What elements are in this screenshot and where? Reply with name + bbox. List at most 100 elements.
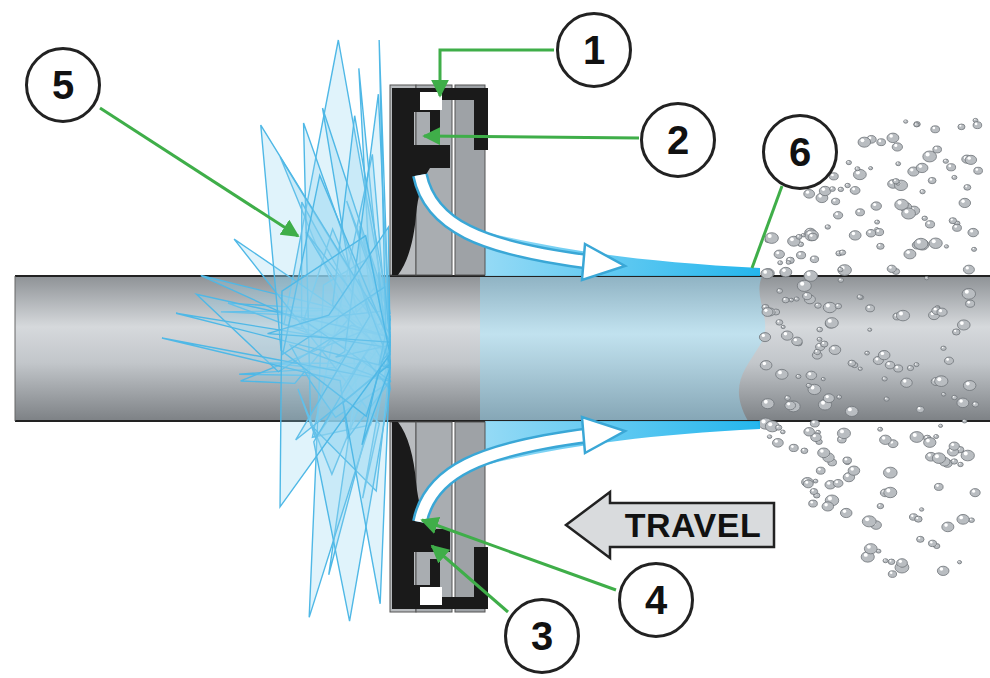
water-droplets-part-part — [786, 257, 794, 263]
water-droplets-part — [916, 163, 928, 172]
leader-lines — [100, 50, 782, 612]
water-droplets-part-part — [808, 233, 817, 240]
ice-shards — [162, 40, 390, 621]
leader-lines-part — [752, 186, 782, 268]
water-droplets-part-part — [761, 399, 774, 409]
water-droplets-part-part — [936, 484, 939, 487]
water-droplets-part-part — [855, 167, 860, 171]
water-droplets-part — [822, 502, 834, 511]
water-droplets-part-part — [823, 394, 834, 403]
water-droplets-part — [786, 257, 794, 263]
water-droplets-part-part — [778, 261, 783, 265]
water-droplets-part-part — [810, 489, 818, 495]
water-droplets-part-part — [815, 350, 817, 352]
water-droplets-part — [919, 508, 923, 511]
water-droplets-part-part — [879, 140, 882, 143]
water-droplets-part-part — [894, 179, 896, 181]
water-droplets-part-part — [962, 419, 967, 423]
water-droplets-part-part — [776, 320, 783, 325]
water-droplets-part-part — [796, 374, 801, 378]
water-droplets-part — [877, 243, 884, 249]
water-droplets-part-part — [829, 345, 841, 354]
water-droplets-part — [972, 402, 978, 407]
water-droplets-part — [928, 540, 936, 546]
water-droplets-part-part — [888, 559, 895, 564]
water-droplets-part-part — [788, 258, 790, 260]
water-droplets-part — [883, 559, 888, 563]
water-droplets-part-part — [762, 308, 773, 317]
water-droplets-part-part — [781, 325, 785, 328]
water-droplets-part-part — [939, 425, 940, 426]
water-droplets-part — [970, 489, 980, 497]
water-droplets-part — [825, 318, 838, 328]
water-droplets-part-part — [884, 397, 889, 401]
water-droplets-part-part — [776, 251, 779, 254]
water-droplets-part-part — [822, 187, 826, 191]
water-droplets-part-part — [802, 234, 803, 235]
water-droplets-part-part — [780, 430, 785, 434]
water-droplets-part — [901, 378, 913, 387]
water-droplets-part-part — [944, 357, 953, 364]
water-droplets-part-part — [944, 160, 946, 162]
water-droplets-part-part — [840, 429, 844, 433]
water-droplets-part-part — [778, 371, 782, 375]
water-droplets-part-part — [787, 261, 788, 262]
water-droplets-part — [896, 162, 901, 166]
water-droplets-part-part — [812, 489, 814, 491]
water-droplets-part-part — [918, 407, 920, 409]
water-droplets-part-part — [897, 559, 908, 568]
water-droplets-part-part — [873, 203, 876, 206]
flow-arrows-part — [420, 175, 590, 262]
water-droplets-part — [833, 479, 843, 487]
water-droplets-part — [845, 406, 858, 416]
water-droplets-part-part — [790, 299, 791, 300]
water-droplets-part — [858, 367, 862, 370]
water-droplets-part — [897, 559, 908, 568]
water-droplets-part — [928, 177, 936, 183]
water-droplets-part — [962, 419, 967, 423]
water-droplets-part-part — [961, 199, 964, 202]
water-droplets-part-part — [952, 329, 960, 335]
leader-lines-part — [424, 136, 639, 138]
water-droplets-part-part — [958, 462, 963, 466]
water-droplets-part — [966, 300, 975, 307]
water-droplets-part-part — [858, 137, 871, 147]
water-droplets-part-part — [864, 553, 868, 557]
water-droplets-part-part — [846, 184, 848, 186]
water-droplets-part — [894, 365, 903, 372]
water-droplets-part-part — [865, 517, 869, 521]
water-droplets-part-part — [818, 468, 821, 471]
water-droplets-part-part — [875, 220, 880, 224]
water-droplets-part — [914, 122, 920, 127]
water-droplets-part-part — [892, 143, 902, 151]
water-droplets-part — [877, 503, 884, 508]
water-droplets-part-part — [878, 350, 890, 359]
water-droplets-part-part — [782, 269, 786, 273]
water-droplets-part — [869, 167, 873, 170]
water-droplets-part-part — [970, 489, 980, 497]
water-droplets-part-part — [826, 395, 829, 398]
water-droplets-part-part — [852, 188, 855, 191]
water-droplets-part — [933, 146, 942, 153]
water-droplets-part-part — [932, 239, 936, 243]
water-droplets-part — [862, 516, 876, 527]
water-droplets-part-part — [813, 479, 818, 483]
water-droplets-part — [823, 302, 836, 312]
water-droplets-part — [952, 395, 957, 399]
water-droplets-part-part — [831, 187, 833, 189]
water-droplets-part-part — [976, 168, 979, 171]
water-droplets-part-part — [794, 297, 799, 301]
water-droplets-part — [846, 160, 851, 164]
water-droplets-part-part — [869, 167, 873, 170]
water-droplets-part-part — [939, 424, 943, 427]
flow-arrows-part — [420, 175, 590, 262]
water-droplets-part-part — [940, 567, 943, 570]
water-droplets-part-part — [762, 334, 765, 337]
water-droplets-part-part — [934, 483, 943, 490]
water-droplets-part — [866, 305, 875, 312]
water-droplets-part — [785, 396, 791, 401]
water-droplets-part-part — [818, 338, 819, 339]
water-droplets-part-part — [850, 361, 852, 363]
water-droplets-part-part — [784, 332, 787, 335]
water-droplets-part-part — [761, 269, 773, 279]
